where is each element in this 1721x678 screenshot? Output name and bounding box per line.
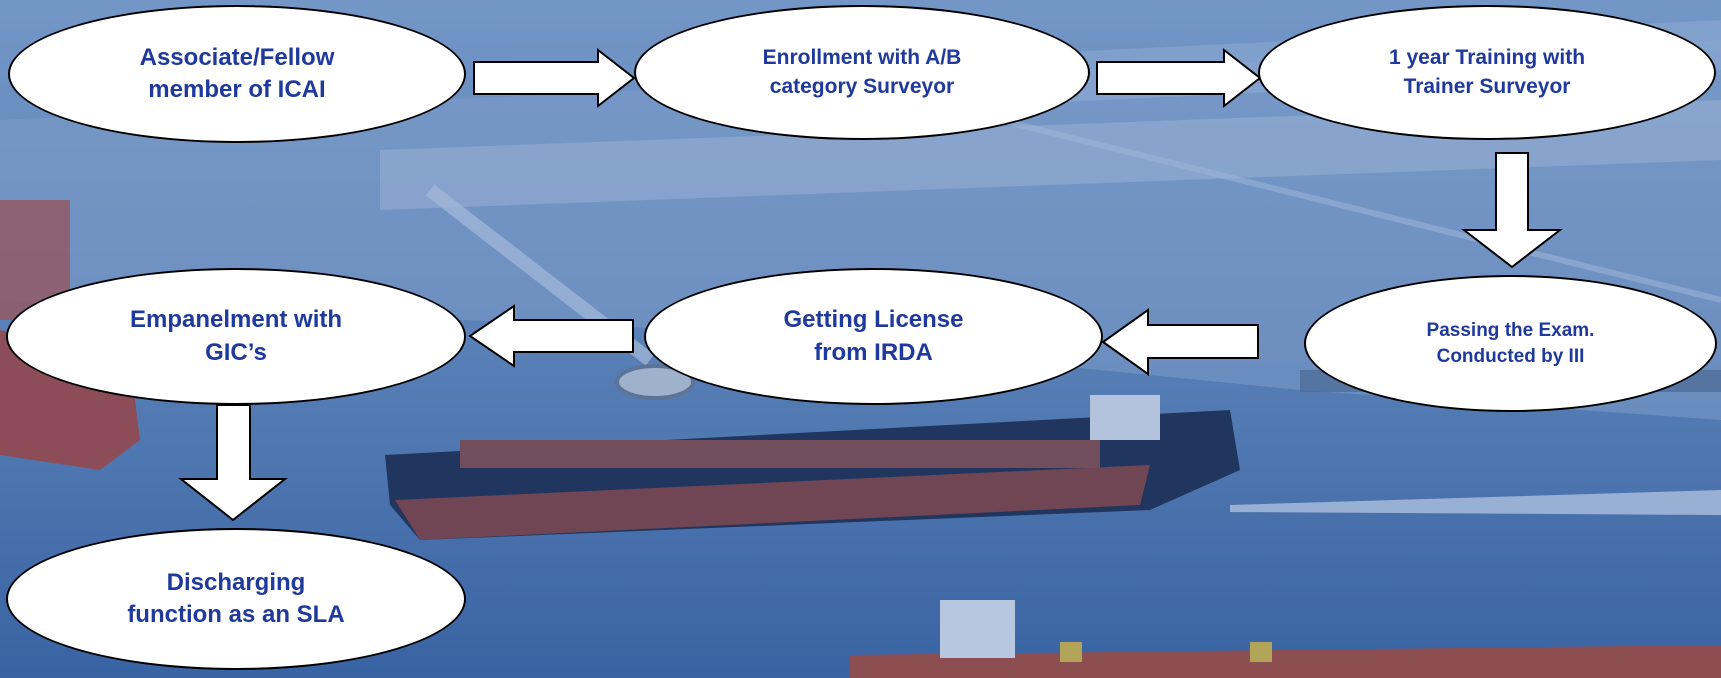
arrow-license-to-empanelment: [468, 304, 634, 368]
node-discharging-label: Discharging function as an SLA: [127, 568, 345, 628]
node-exam: Passing the Exam. Conducted by III: [1304, 275, 1717, 412]
node-associate-fellow-label: Associate/Fellow member of ICAI: [139, 43, 335, 103]
arrow-enrollment-to-training: [1096, 47, 1262, 109]
arrow-exam-to-license: [1101, 308, 1259, 376]
node-license: Getting License from IRDA: [644, 268, 1103, 405]
arrow-associate-to-enrollment: [473, 47, 636, 109]
node-empanelment-label: Empanelment with GIC’s: [129, 306, 343, 366]
node-enrollment-label: Enrollment with A/B category Surveyor: [762, 46, 962, 98]
node-discharging: Discharging function as an SLA: [6, 528, 466, 670]
node-training-label: 1 year Training with Trainer Surveyor: [1388, 46, 1586, 98]
node-associate-fellow: Associate/Fellow member of ICAI: [8, 5, 466, 143]
node-empanelment: Empanelment with GIC’s: [6, 268, 466, 405]
arrow-training-to-exam: [1461, 152, 1563, 269]
node-enrollment: Enrollment with A/B category Surveyor: [634, 5, 1090, 140]
node-exam-label: Passing the Exam. Conducted by III: [1426, 319, 1595, 367]
node-training: 1 year Training with Trainer Surveyor: [1258, 5, 1716, 140]
node-license-label: Getting License from IRDA: [783, 306, 964, 366]
arrow-empanelment-to-discharging: [178, 404, 288, 522]
